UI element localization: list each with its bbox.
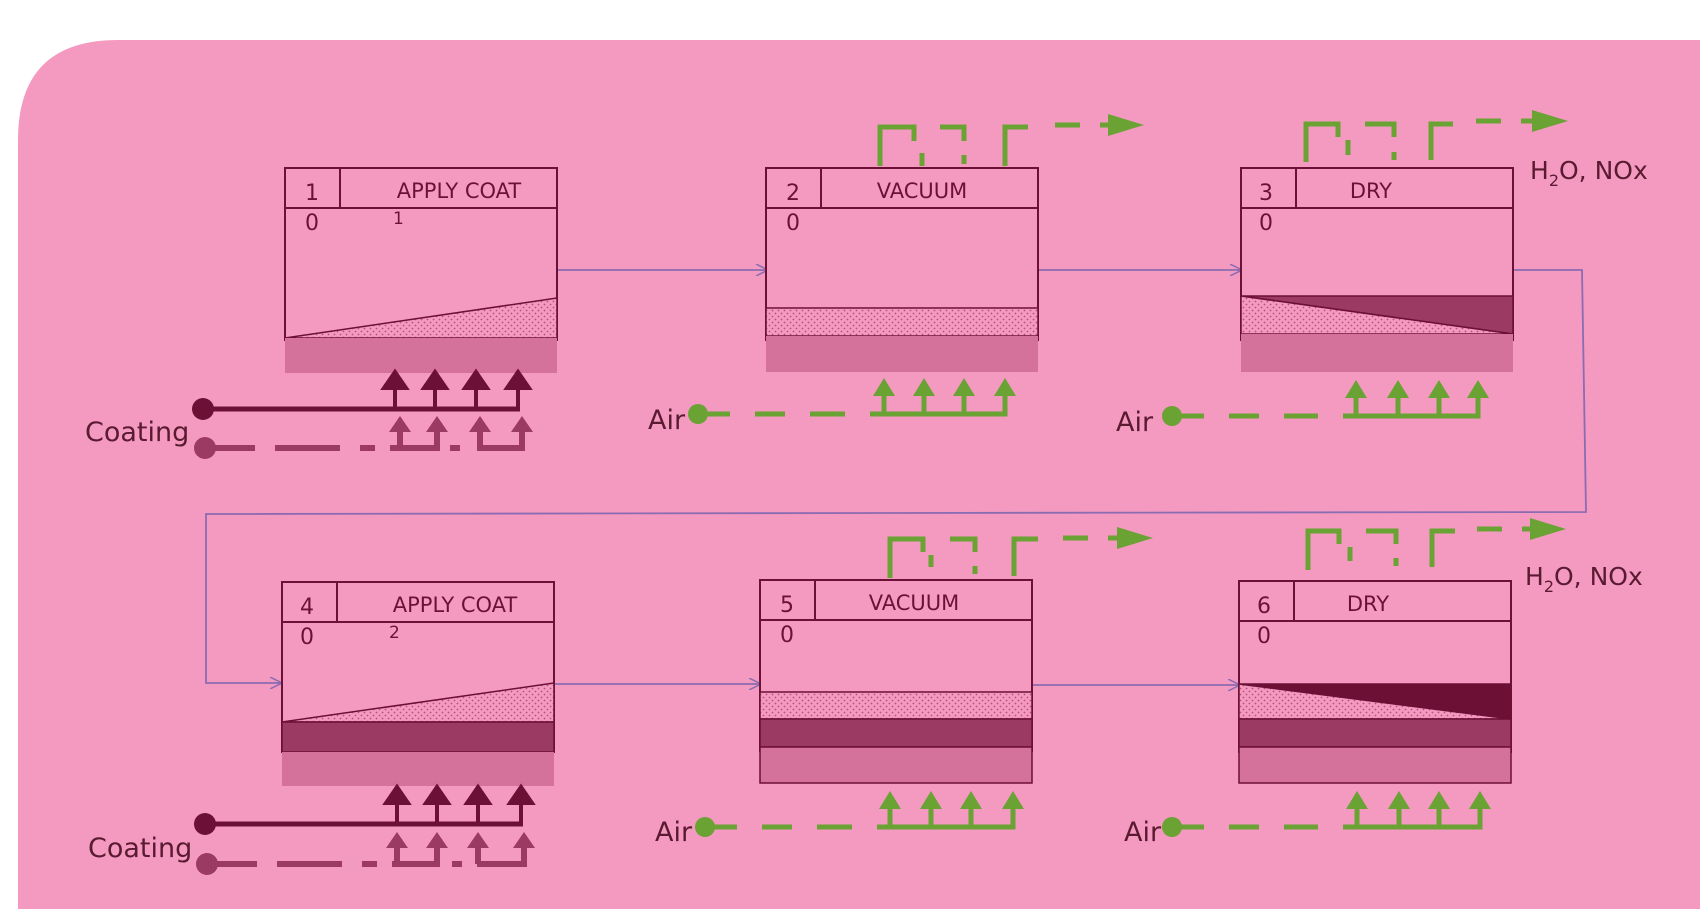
step-name: VACUUM (869, 591, 960, 615)
coating-return-dot (196, 853, 218, 875)
step-number: 5 (780, 593, 794, 618)
air-label: Air (1116, 407, 1154, 438)
step-zero: 0 (305, 211, 319, 236)
step-3-dry: 3 DRY 0 (1240, 167, 1514, 372)
previous-coat-layer (281, 721, 555, 753)
step-5-vacuum: 5 VACUUM 0 (759, 579, 1033, 784)
process-flow-lines (205, 269, 1587, 685)
step-number: 1 (305, 181, 319, 206)
step-sub-number: 1 (393, 209, 404, 229)
flow-connector-3-4 (205, 269, 1587, 683)
step-sub-number: 2 (389, 623, 400, 643)
previous-coat-layer (1238, 718, 1512, 748)
air-source-dot (688, 404, 708, 424)
substrate-layer (285, 338, 557, 373)
air-label: Air (655, 817, 693, 848)
previous-coat-layer (759, 718, 1033, 748)
step-name: DRY (1350, 179, 1392, 203)
exhaust-arrow (1117, 527, 1153, 549)
air-source-dot (695, 817, 715, 837)
air-label: Air (1124, 817, 1162, 848)
step-zero: 0 (1259, 211, 1273, 236)
step-name: DRY (1347, 592, 1389, 616)
air-label: Air (648, 405, 686, 436)
air-input-step-5: Air (655, 791, 1024, 848)
step-2-vacuum: 2 VACUUM 0 (765, 167, 1039, 372)
step-zero: 0 (300, 625, 314, 650)
step-zero: 0 (786, 211, 800, 236)
step-4-apply-coat: 4 APPLY COAT 0 2 (281, 581, 555, 786)
step-number: 6 (1257, 594, 1271, 619)
step-name: APPLY COAT (397, 179, 522, 203)
coating-layer (765, 307, 1039, 337)
step-name: APPLY COAT (393, 593, 518, 617)
air-input-step-2: Air (648, 378, 1016, 436)
emission-label: H2O, NOx (1530, 156, 1648, 190)
substrate-layer (1238, 746, 1512, 784)
exhaust-step-6: H2O, NOx (1305, 518, 1643, 596)
substrate-layer (282, 752, 554, 786)
step-number: 2 (786, 181, 800, 206)
air-source-dot (1162, 817, 1182, 837)
coating-input-2: Coating (88, 783, 536, 875)
emission-label: H2O, NOx (1525, 562, 1643, 596)
coating-layer (759, 691, 1033, 720)
exhaust-step-3: H2O, NOx (1303, 110, 1648, 190)
step-number: 3 (1259, 181, 1273, 206)
substrate-layer (1241, 334, 1513, 372)
substrate-layer (766, 336, 1038, 372)
step-1-apply-coat: 1 APPLY COAT 0 1 (284, 167, 558, 373)
exhaust-arrow (1532, 110, 1568, 132)
coating-source-dot (192, 398, 214, 420)
exhaust-step-2 (877, 114, 1144, 166)
exhaust-arrow (1530, 518, 1566, 540)
step-zero: 0 (780, 623, 794, 648)
coating-label: Coating (85, 417, 189, 448)
step-number: 4 (300, 595, 314, 620)
coating-input-1: Coating (85, 368, 533, 459)
coating-label: Coating (88, 833, 192, 864)
coating-return-dot (194, 437, 216, 459)
step-zero: 0 (1257, 624, 1271, 649)
step-6-dry: 6 DRY 0 (1238, 580, 1512, 784)
air-source-dot (1162, 406, 1182, 426)
step-name: VACUUM (877, 179, 968, 203)
air-input-step-6: Air (1124, 791, 1491, 848)
coating-source-dot (194, 813, 216, 835)
exhaust-arrow (1108, 114, 1144, 136)
air-input-step-3: Air (1116, 380, 1489, 438)
exhaust-step-5 (887, 527, 1153, 578)
substrate-layer (759, 746, 1033, 784)
